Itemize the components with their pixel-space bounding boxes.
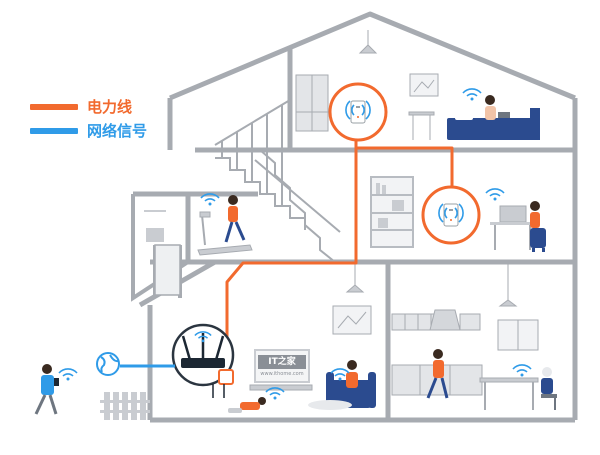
power-line-path xyxy=(225,138,454,373)
top-floor-bedroom xyxy=(295,30,540,140)
house-outline xyxy=(133,11,578,423)
router-group xyxy=(171,323,235,398)
garage-roof xyxy=(131,194,190,302)
wifi-signal-swatch xyxy=(30,128,78,134)
middle-floor xyxy=(144,176,546,256)
study-desk xyxy=(490,201,546,252)
legend-power-line: 电力线 xyxy=(30,96,170,118)
logo-url: www.ithome.com xyxy=(260,371,304,377)
power-line-label: 电力线 xyxy=(87,98,133,116)
treadmill xyxy=(197,211,253,256)
wifi-icon-kitchen xyxy=(512,364,532,378)
wifi-signal-label: 网络信号 xyxy=(87,122,148,140)
logo-brand: IT之家 xyxy=(258,355,306,369)
extender-top xyxy=(328,82,388,142)
power-line-swatch xyxy=(30,104,78,110)
wifi-icon-bedroom xyxy=(462,88,482,102)
ground-floor-living-room xyxy=(228,262,376,413)
legend: 电力线 网络信号 xyxy=(30,96,170,146)
wifi-icon-desk xyxy=(485,188,505,202)
kitchen xyxy=(391,262,557,410)
fence-icon xyxy=(100,392,150,420)
person-icon xyxy=(34,364,59,415)
globe-icon xyxy=(96,352,120,376)
tv-logo: IT之家 www.ithome.com xyxy=(254,349,310,383)
stairs-lower xyxy=(254,149,341,263)
stairs-upper xyxy=(214,99,306,230)
legend-wifi-signal: 网络信号 xyxy=(30,120,170,142)
wifi-icon-outside xyxy=(58,368,78,382)
bookshelf xyxy=(370,176,414,248)
extender-middle xyxy=(421,185,481,245)
